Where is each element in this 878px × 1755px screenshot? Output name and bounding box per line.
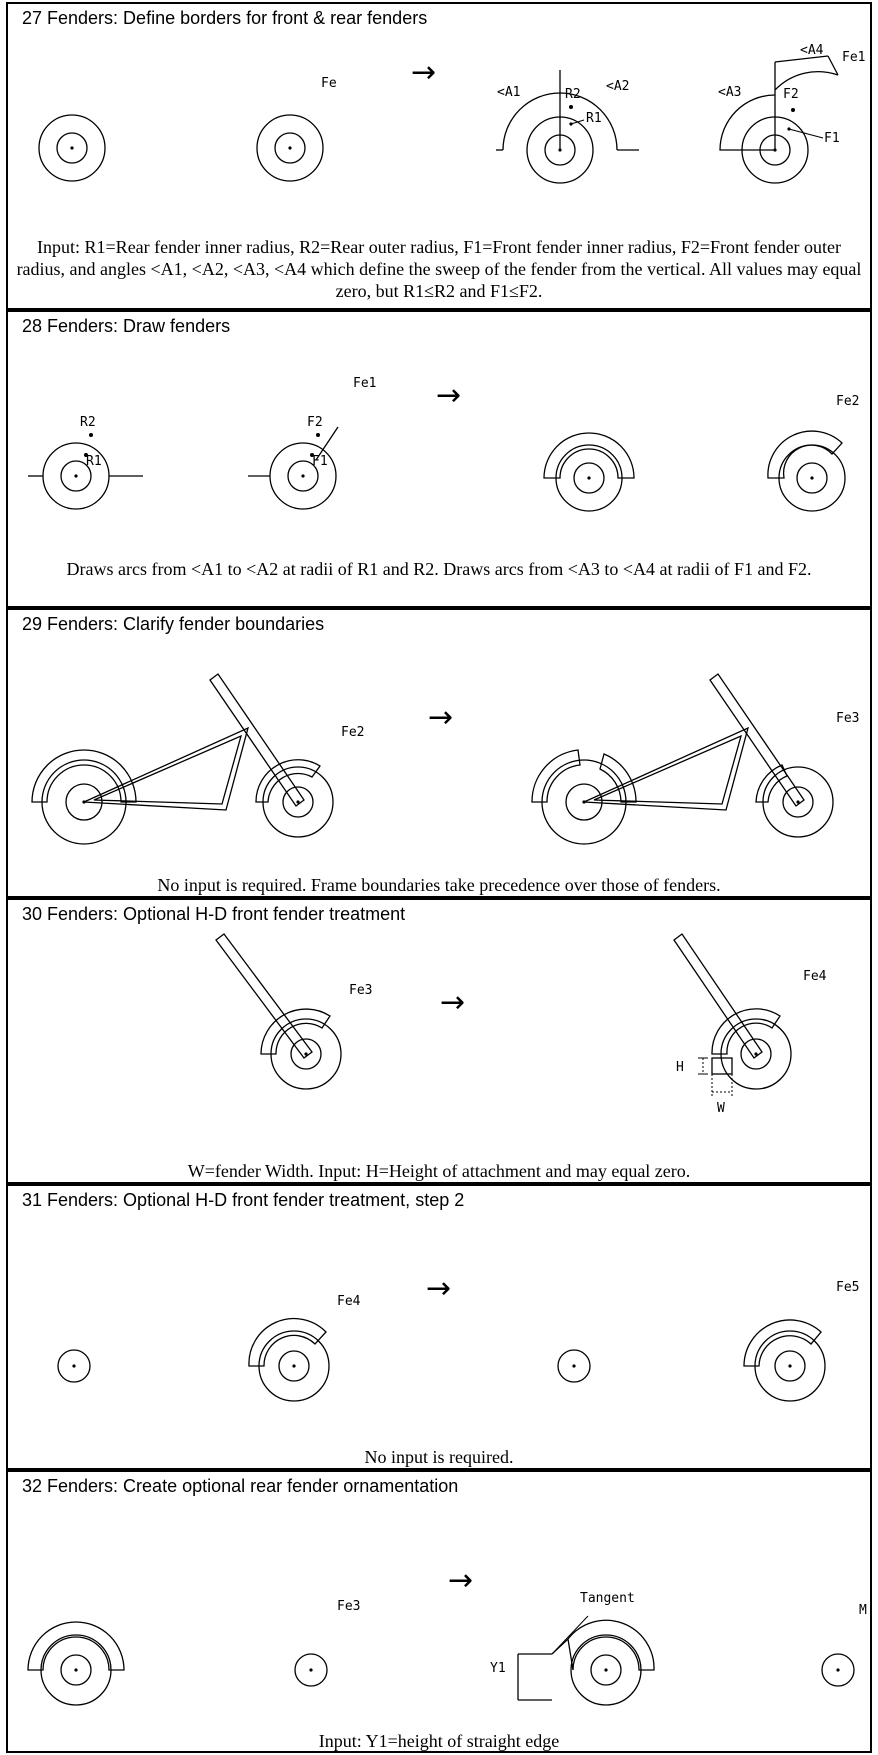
transform-arrow: → xyxy=(428,700,453,735)
radius-label-f2: F2 xyxy=(783,87,799,102)
front-wheel-with-radii xyxy=(248,426,339,510)
panel-title: 32 Fenders: Create optional rear fender … xyxy=(22,1476,459,1496)
angle-label-a3: <A3 xyxy=(718,85,741,100)
panel-32: 32 Fenders: Create optional rear fender … xyxy=(6,1470,872,1753)
width-label-w: W xyxy=(717,1101,725,1116)
front-wheel-before xyxy=(248,1317,330,1402)
radius-label-f1: F1 xyxy=(312,454,328,469)
radius-label-r2: R2 xyxy=(80,415,96,430)
state-label-before: Fe3 xyxy=(349,983,372,998)
radius-label-f1: F1 xyxy=(824,131,840,146)
front-wheel-fendered xyxy=(767,430,846,512)
left-wheel-front xyxy=(256,114,324,182)
panel-32-figure: Fe3 → Tangent Y1 M xyxy=(27,1563,867,1706)
left-wheel-rear xyxy=(38,114,106,182)
panel-caption: No input is required. Frame boundaries t… xyxy=(157,875,721,895)
panel-29: 29 Fenders: Clarify fender boundaries Fe… xyxy=(6,608,872,898)
height-label-y1: Y1 xyxy=(490,1661,506,1676)
transform-arrow: → xyxy=(426,1271,451,1306)
radius-label-r1: R1 xyxy=(586,111,602,126)
panel-28-figure: R2 R1 F2 F1 Fe1 → Fe2 xyxy=(28,376,859,512)
rear-fender-definition xyxy=(496,70,639,184)
state-label-after: Fe1 xyxy=(842,50,865,65)
panel-30: 30 Fenders: Optional H-D front fender tr… xyxy=(6,898,872,1184)
state-label-after: Fe2 xyxy=(836,394,859,409)
front-wheel-hub-after xyxy=(821,1653,855,1687)
panel-title: 31 Fenders: Optional H-D front fender tr… xyxy=(22,1190,465,1210)
panel-28: 28 Fenders: Draw fenders R2 R1 F2 F1 Fe1… xyxy=(6,310,872,608)
rear-wheel-hub-before xyxy=(57,1349,91,1383)
state-label-before: Fe4 xyxy=(337,1294,361,1309)
panel-title: 29 Fenders: Clarify fender boundaries xyxy=(22,614,325,634)
front-wheel-after xyxy=(743,1319,826,1402)
bike-after xyxy=(531,673,834,845)
panel-title: 30 Fenders: Optional H-D front fender tr… xyxy=(22,904,406,924)
state-label-before: Fe3 xyxy=(337,1599,360,1614)
panel-27: 27 Fenders: Define borders for front & r… xyxy=(6,2,872,310)
panel-title: 28 Fenders: Draw fenders xyxy=(22,316,231,336)
panel-30-figure: Fe3 → Fe4 H W xyxy=(215,933,827,1116)
state-label-before: Fe xyxy=(321,76,337,91)
transform-arrow: → xyxy=(448,1563,473,1598)
angle-label-a1: <A1 xyxy=(497,85,520,100)
panel-31: 31 Fenders: Optional H-D front fender tr… xyxy=(6,1184,872,1470)
rear-wheel-after xyxy=(517,1615,655,1706)
state-label-after: Fe5 xyxy=(836,1280,859,1295)
panel-27-figure: Fe → <A1 <A2 R2 R1 <A3 <A4 Fe1 F2 F1 xyxy=(38,43,865,184)
panel-29-figure: Fe2 → Fe3 xyxy=(31,673,859,845)
rear-wheel-fendered xyxy=(543,432,635,512)
radius-label-f2: F2 xyxy=(307,415,323,430)
panel-31-figure: Fe4 → Fe5 xyxy=(57,1271,859,1402)
state-label-before: Fe2 xyxy=(341,725,364,740)
state-label-after: Fe3 xyxy=(836,711,859,726)
bike-before xyxy=(31,673,334,845)
panel-caption: Input: R1=Rear fender inner radius, R2=R… xyxy=(16,237,862,301)
state-label-after: Fe4 xyxy=(803,969,827,984)
transform-arrow: → xyxy=(411,55,436,90)
panel-caption: Input: Y1=height of straight edge xyxy=(318,1731,560,1751)
panel-caption: W=fender Width. Input: H=Height of attac… xyxy=(187,1161,691,1181)
angle-label-a4: <A4 xyxy=(800,43,824,58)
panel-title: 27 Fenders: Define borders for front & r… xyxy=(22,8,428,28)
height-label-h: H xyxy=(676,1060,684,1075)
front-wheel-after xyxy=(673,933,792,1096)
front-wheel-hub-before xyxy=(294,1653,328,1687)
angle-label-a2: <A2 xyxy=(606,79,629,94)
radius-label-r1: R1 xyxy=(86,454,102,469)
tangent-label: Tangent xyxy=(580,1591,635,1606)
front-fender-definition xyxy=(719,55,839,184)
rear-wheel-hub-after xyxy=(557,1349,591,1383)
rear-wheel-before xyxy=(27,1621,125,1706)
panel-caption: No input is required. xyxy=(364,1447,514,1467)
radius-label-r2: R2 xyxy=(565,87,581,102)
transform-arrow: → xyxy=(440,985,465,1020)
state-label-after: M xyxy=(859,1603,867,1618)
panel-caption: Draws arcs from <A1 to <A2 at radii of R… xyxy=(66,559,812,579)
rear-wheel-with-radii xyxy=(28,433,143,510)
transform-arrow: → xyxy=(436,378,461,413)
front-wheel-before xyxy=(215,933,342,1090)
state-label-before: Fe1 xyxy=(353,376,376,391)
